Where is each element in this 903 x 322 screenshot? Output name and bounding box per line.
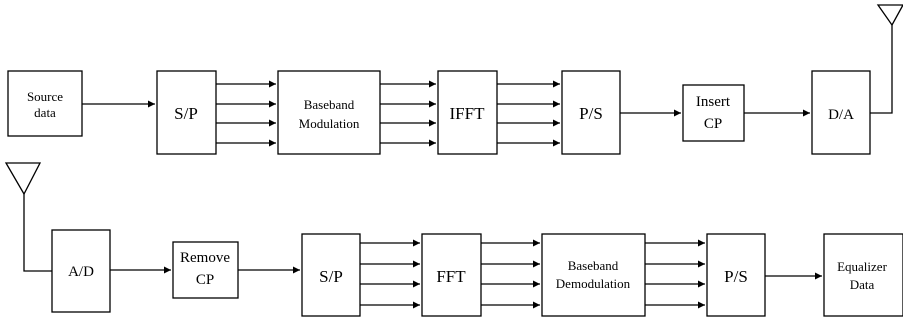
- arrows-modulation-to-ifft: [380, 80, 436, 147]
- demodulation-label-1: Baseband: [568, 258, 619, 273]
- arrows-ifft-to-ps: [497, 80, 560, 147]
- ps-block-rx: [706, 233, 766, 317]
- arrows-fft-to-demodulation: [481, 239, 540, 309]
- rx-antenna-icon: [4, 162, 42, 196]
- ad-label: A/D: [68, 264, 94, 280]
- remove-cp-label-1: Remove: [180, 250, 230, 266]
- baseband-modulation-block: [277, 70, 381, 155]
- da-label: D/A: [828, 107, 854, 123]
- modulation-label-1: Baseband: [304, 97, 355, 112]
- ad-block: [51, 229, 111, 313]
- sp-block-tx: [156, 70, 217, 155]
- sp-label-rx: S/P: [319, 267, 343, 286]
- tx-antenna-icon: [876, 4, 903, 27]
- equalizer-label-1: Equalizer: [837, 259, 887, 274]
- insert-cp-label-1: Insert: [696, 94, 731, 110]
- sp-block-rx: [301, 233, 361, 317]
- equalizer-data-block: [823, 233, 903, 317]
- remove-cp-label-2: CP: [196, 272, 214, 288]
- source-data-label-2: data: [34, 105, 56, 120]
- tx-antenna-feed: [870, 25, 893, 114]
- equalizer-label-2: Data: [850, 277, 875, 292]
- modulation-label-2: Modulation: [299, 116, 360, 131]
- fft-block: [421, 233, 482, 317]
- ps-label-rx: P/S: [724, 267, 748, 286]
- insert-cp-label-2: CP: [704, 116, 722, 132]
- ps-label-tx: P/S: [579, 104, 603, 123]
- arrows-sp-to-fft: [360, 239, 420, 309]
- arrows-sp-to-modulation: [216, 80, 276, 147]
- source-data-label-1: Source: [27, 89, 63, 104]
- ifft-block: [437, 70, 498, 155]
- sp-label-tx: S/P: [174, 104, 198, 123]
- demodulation-label-2: Demodulation: [556, 276, 631, 291]
- rx-antenna-feed: [23, 194, 52, 272]
- ifft-label: IFFT: [450, 104, 486, 123]
- arrows-demodulation-to-ps: [645, 239, 705, 309]
- baseband-demodulation-block: [541, 233, 646, 317]
- fft-label: FFT: [436, 267, 466, 286]
